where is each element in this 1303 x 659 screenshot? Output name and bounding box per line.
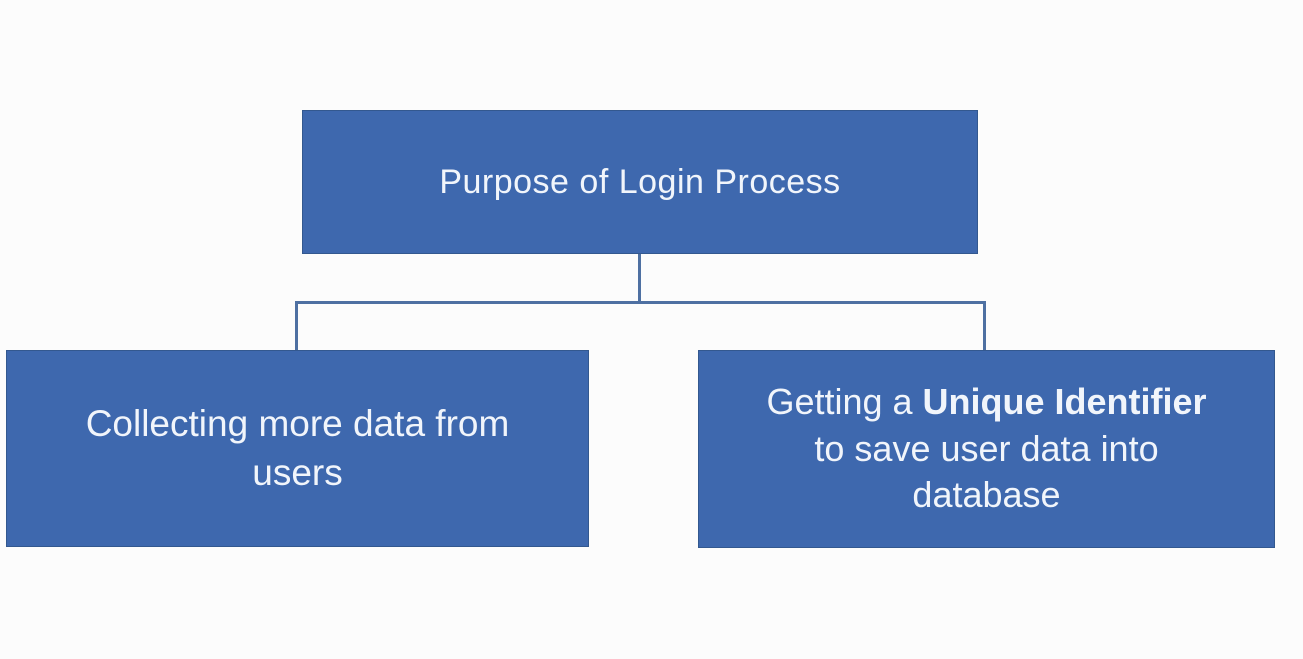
child-node-right-line-3: database: [912, 474, 1061, 516]
child-node-right-line-1-normal: Getting a: [766, 380, 913, 422]
child-node-right-line-1-bold: Unique Identifier: [922, 380, 1207, 422]
child-node-left-label: Collecting more data from users: [7, 400, 588, 496]
connector-stem: [638, 254, 641, 303]
child-node-left-line-2: users: [252, 451, 343, 493]
root-node: Purpose of Login Process: [302, 110, 978, 254]
connector-horizontal: [295, 301, 986, 304]
child-node-right-label: Getting a Unique Identifier to save user…: [699, 379, 1274, 519]
child-node-left-line-1: Collecting more data from: [85, 403, 510, 445]
connector-left-drop: [295, 301, 298, 350]
child-node-right-line-2: to save user data into: [814, 427, 1159, 469]
child-node-left: Collecting more data from users: [6, 350, 589, 547]
connector-right-drop: [983, 301, 986, 350]
child-node-right: Getting a Unique Identifier to save user…: [698, 350, 1275, 548]
root-node-label: Purpose of Login Process: [439, 162, 841, 201]
child-node-right-line-1: Getting a Unique Identifier: [709, 379, 1264, 426]
